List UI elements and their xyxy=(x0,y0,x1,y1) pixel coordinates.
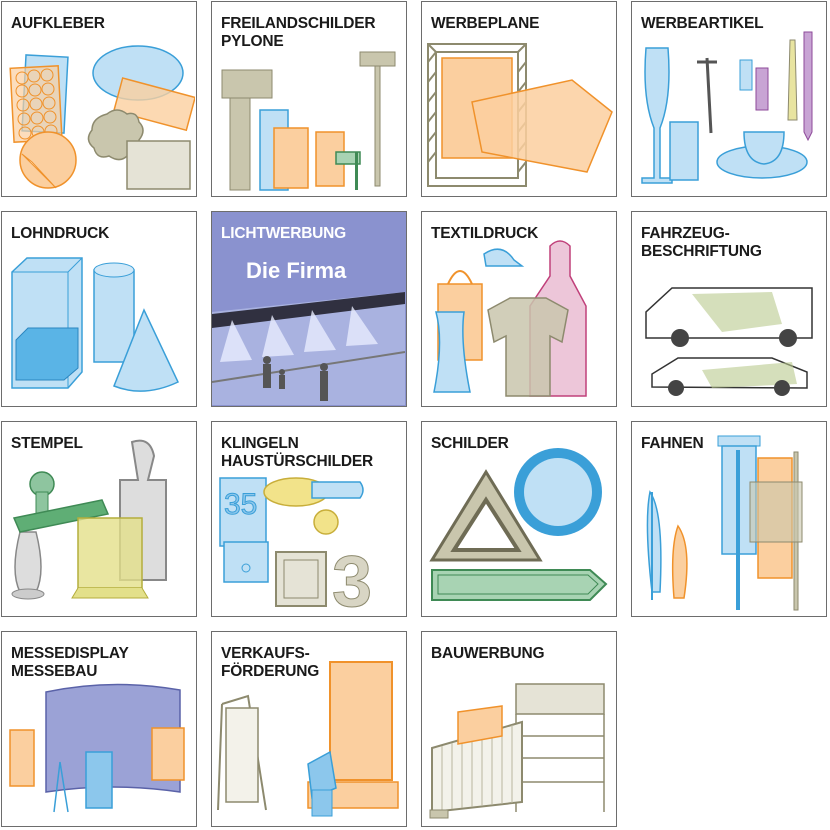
3d-shapes-illustration xyxy=(11,257,179,392)
tile-schilder[interactable]: SCHILDER xyxy=(421,421,617,617)
illuminated-facade-illustration: Die Firma xyxy=(212,212,405,405)
tile-aufkleber[interactable]: AUFKLEBER xyxy=(1,1,197,197)
title-line-2: FÖRDERUNG xyxy=(221,663,320,680)
flags-illustration xyxy=(646,435,803,611)
title-line-1: KLINGELN xyxy=(221,435,299,452)
vehicles-illustration xyxy=(645,287,813,396)
tile-title: STEMPEL xyxy=(11,435,83,452)
title-line-2: HAUSTÜRSCHILDER xyxy=(221,453,374,470)
tile-title: LOHNDRUCK xyxy=(11,225,110,242)
title-line-2: BESCHRIFTUNG xyxy=(641,243,762,260)
house-number-3: 3 xyxy=(332,542,372,615)
stickers-illustration xyxy=(9,45,195,190)
tile-title: SCHILDER xyxy=(431,435,509,452)
construction-advertising-illustration xyxy=(429,683,605,819)
tile-title: VERKAUFS-FÖRDERUNG xyxy=(221,645,319,681)
signs-illustration xyxy=(429,448,608,601)
tile-stempel[interactable]: STEMPEL xyxy=(1,421,197,617)
doorplates-illustration: 35 3 xyxy=(219,477,373,615)
tile-fahnen[interactable]: FAHNEN xyxy=(631,421,827,617)
tile-title: FAHNEN xyxy=(641,435,704,452)
tile-verkaufsfoerderung[interactable]: VERKAUFS-FÖRDERUNG xyxy=(211,631,407,827)
tile-title: BAUWERBUNG xyxy=(431,645,545,662)
sign-text: Die Firma xyxy=(246,258,347,283)
stamps-illustration xyxy=(11,439,167,600)
title-line-1: MESSEDISPLAY xyxy=(11,645,129,662)
tile-title: WERBEPLANE xyxy=(431,15,540,32)
pylons-illustration xyxy=(221,51,396,191)
title-line-2: MESSEBAU xyxy=(11,663,98,680)
tile-title: TEXTILDRUCK xyxy=(431,225,539,242)
tile-werbeartikel[interactable]: WERBEARTIKEL xyxy=(631,1,827,197)
tile-textildruck[interactable]: TEXTILDRUCK xyxy=(421,211,617,407)
tile-lichtwerbung[interactable]: Die Firma LICHTWERBUNG xyxy=(211,211,407,407)
tile-title: FAHRZEUG-BESCHRIFTUNG xyxy=(641,225,762,261)
tile-title: LICHTWERBUNG xyxy=(221,225,347,242)
title-line-1: FAHRZEUG- xyxy=(641,225,730,242)
trade-fair-illustration xyxy=(9,683,185,813)
tile-werbeplane[interactable]: WERBEPLANE xyxy=(421,1,617,197)
tile-lohndruck[interactable]: LOHNDRUCK xyxy=(1,211,197,407)
tile-fahrzeugbeschriftung[interactable]: FAHRZEUG-BESCHRIFTUNG xyxy=(631,211,827,407)
house-number-35: 35 xyxy=(224,488,257,521)
pos-displays-illustration xyxy=(217,661,399,817)
banners-illustration xyxy=(427,43,613,187)
tile-title: WERBEARTIKEL xyxy=(641,15,764,32)
textiles-illustration xyxy=(433,240,587,397)
tile-title: AUFKLEBER xyxy=(11,15,105,32)
title-line-1: FREILANDSCHILDER xyxy=(221,15,376,32)
tile-bauwerbung[interactable]: BAUWERBUNG xyxy=(421,631,617,827)
title-line-1: VERKAUFS- xyxy=(221,645,310,662)
promo-items-illustration xyxy=(641,31,813,184)
title-line-2: PYLONE xyxy=(221,33,284,50)
